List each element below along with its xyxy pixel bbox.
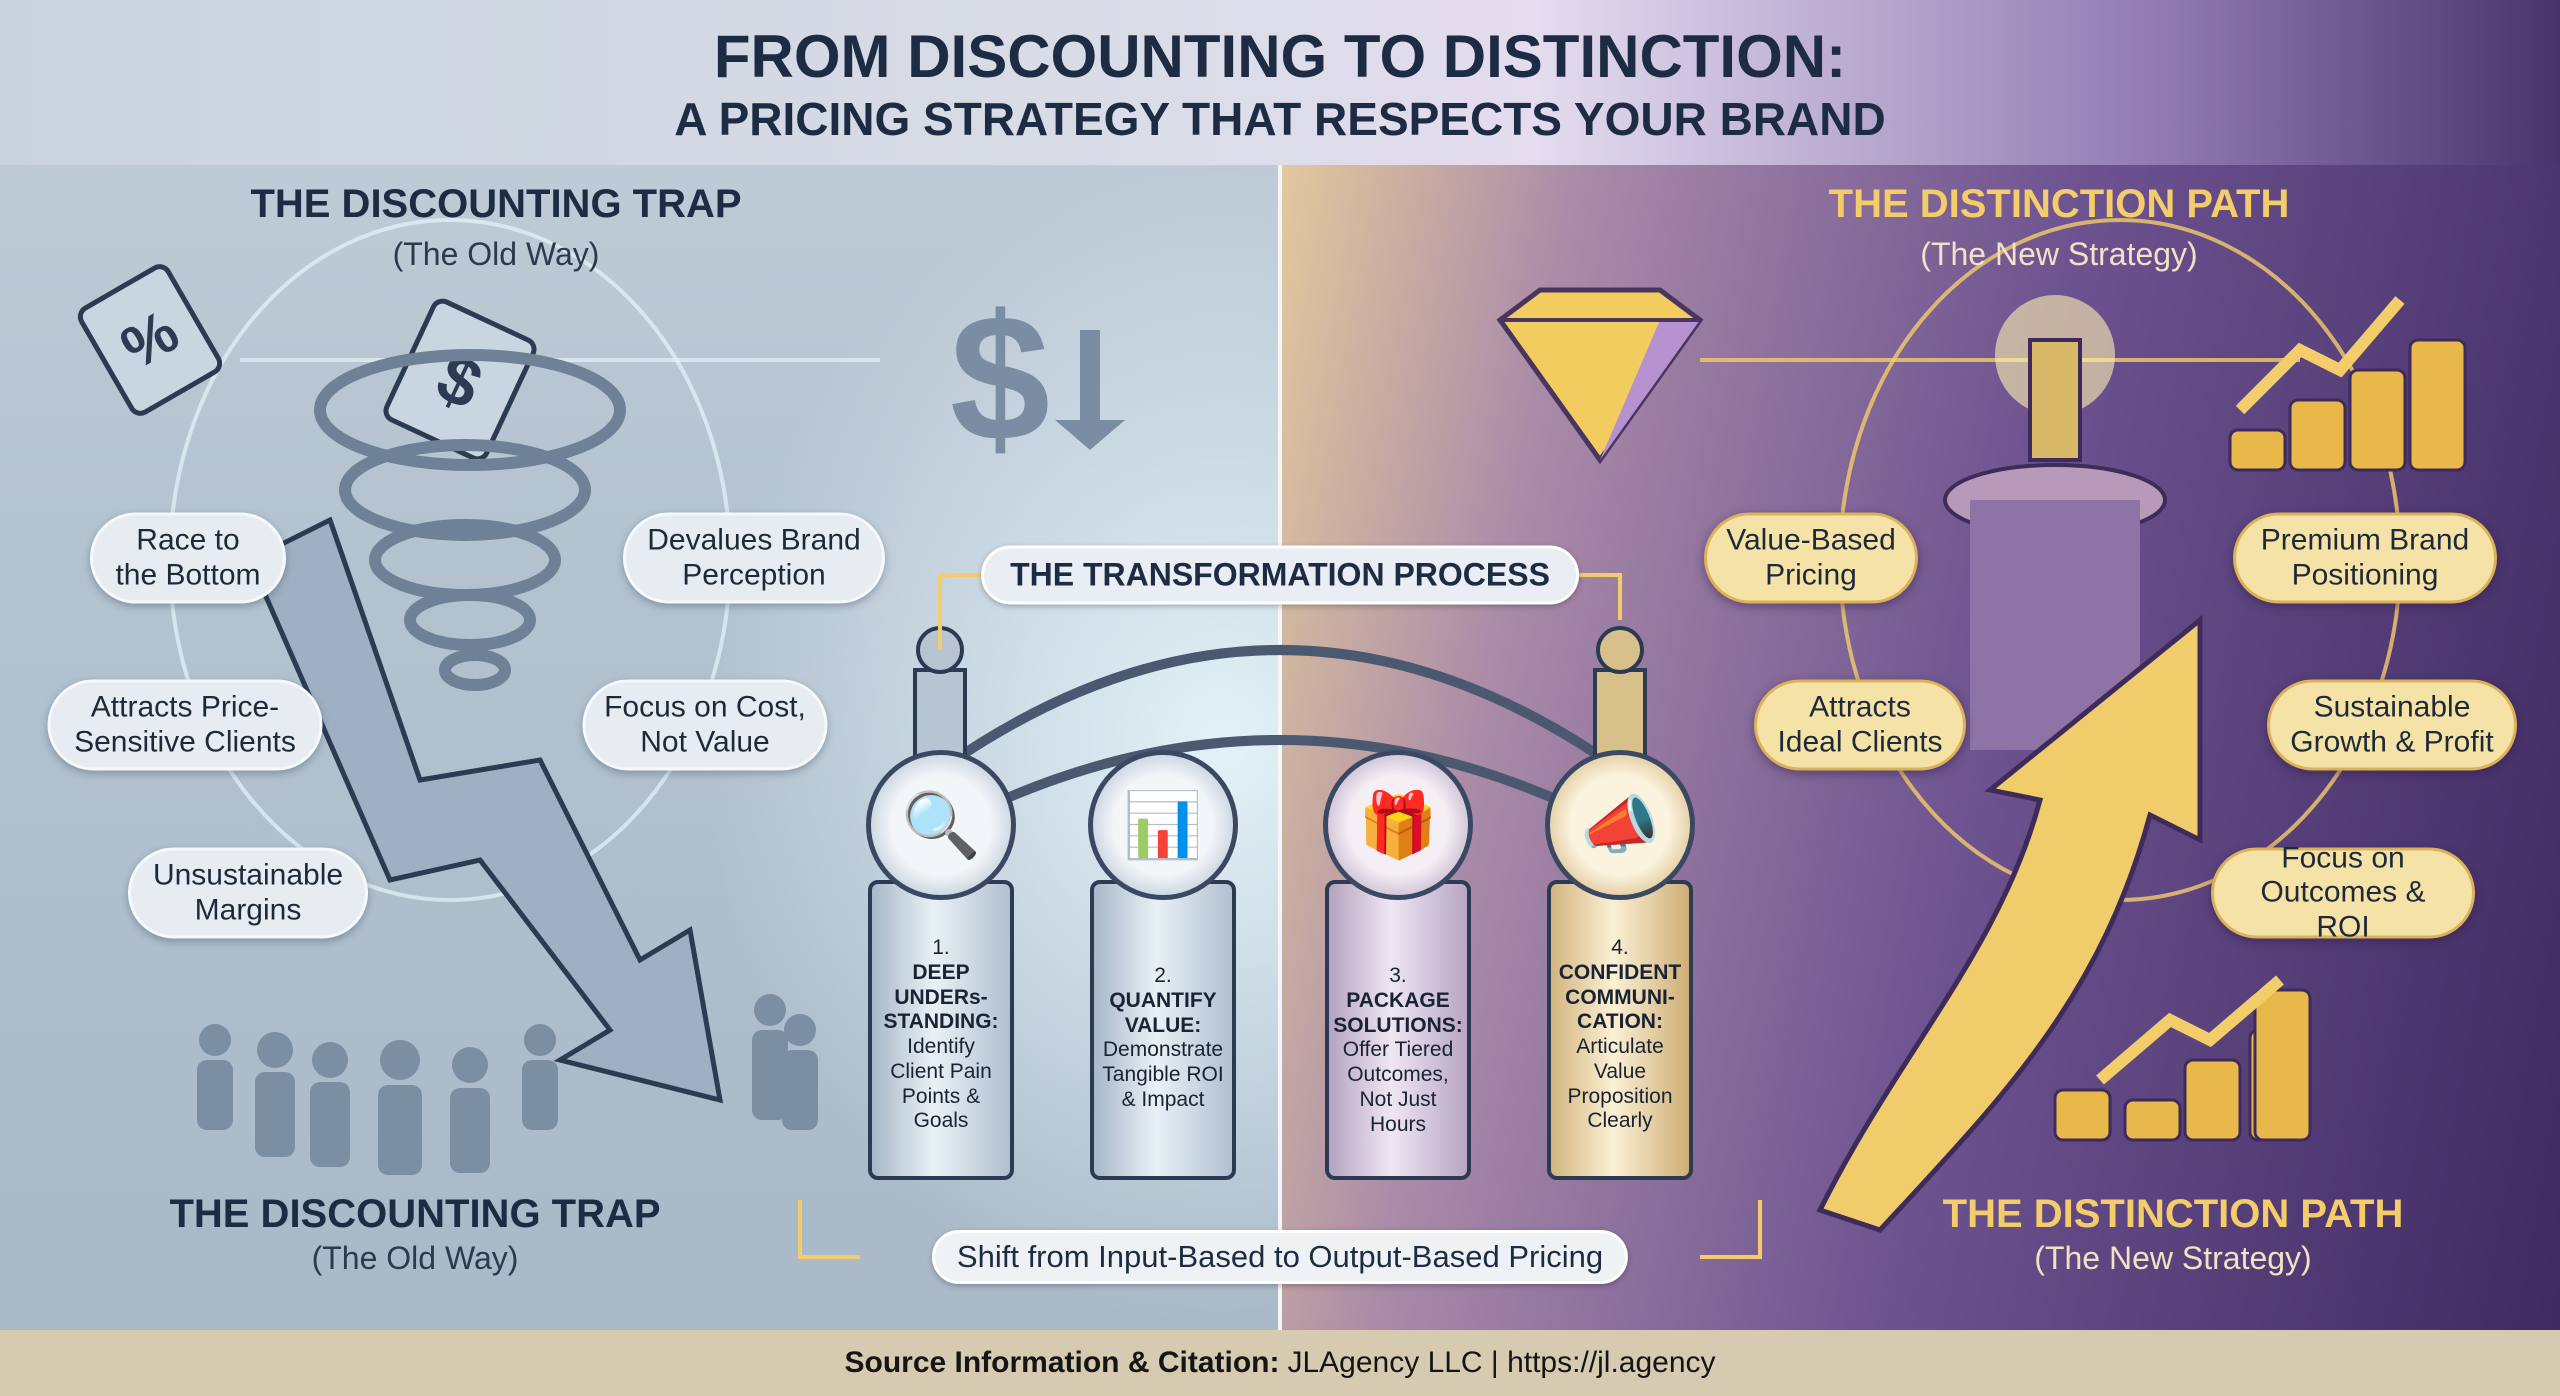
svg-text:$: $ xyxy=(950,278,1050,479)
right-bottom-heading: THE DISTINCTION PATH xyxy=(1942,1192,2404,1236)
step-number: 1. xyxy=(932,936,950,959)
step-description: Demonstrate Tangible ROI & Impact xyxy=(1102,1038,1224,1111)
dollar-tag-icon: $ xyxy=(383,298,537,462)
process-step-2: 2. QUANTIFY VALUE: Demonstrate Tangible … xyxy=(1090,880,1236,1180)
page-subtitle: A PRICING STRATEGY THAT RESPECTS YOUR BR… xyxy=(674,93,1886,145)
step-title: CONFIDENT COMMUNI- CATION: xyxy=(1558,960,1682,1034)
step-title: QUANTIFY VALUE: xyxy=(1109,988,1217,1037)
calculator-chart-icon: 📊 xyxy=(1088,750,1238,900)
diamond-icon xyxy=(1496,287,1704,465)
magnifier-icon: 🔍 xyxy=(866,750,1016,900)
process-step-4: 4. CONFIDENT COMMUNI- CATION: Articulate… xyxy=(1547,880,1693,1180)
step-number: 2. xyxy=(1154,964,1172,987)
title-banner xyxy=(0,0,2560,165)
center-divider xyxy=(1278,165,1282,1330)
step-number: 4. xyxy=(1611,936,1629,959)
path-item-outcomes-roi: Focus on Outcomes & ROI xyxy=(2211,841,2475,943)
trap-item-price-sensitive: Attracts Price- Sensitive Clients xyxy=(47,679,323,771)
source-footer: Source Information & Citation: JLAgency … xyxy=(0,1330,2560,1396)
shift-pricing-label: Shift from Input-Based to Output-Based P… xyxy=(931,1230,1629,1284)
path-item-premium-brand: Premium Brand Positioning xyxy=(2233,512,2497,604)
footer-label: Source Information & Citation: xyxy=(844,1346,1280,1379)
process-flow-line xyxy=(798,1200,1762,1259)
bridge-icon xyxy=(937,645,1623,835)
path-item-ideal-clients: Attracts Ideal Clients xyxy=(1754,679,1966,771)
transformation-process-title: THE TRANSFORMATION PROCESS xyxy=(981,545,1579,605)
percent-tag-icon: % xyxy=(77,264,223,416)
trap-item-race-to-bottom: Race to the Bottom xyxy=(90,512,286,604)
gift-boxes-icon: 🎁 xyxy=(1323,750,1473,900)
coins-growth-icon-bottom xyxy=(2053,975,2312,1142)
left-bottom-heading: THE DISCOUNTING TRAP xyxy=(169,1192,661,1236)
falling-dollar-icon: $ xyxy=(950,278,1125,479)
spiral-icon xyxy=(314,349,626,691)
step-description: Identify Client Pain Points & Goals xyxy=(890,1035,992,1133)
path-item-value-based: Value-Based Pricing xyxy=(1704,512,1918,604)
step-number: 3. xyxy=(1389,964,1407,987)
footer-citation: JLAgency LLC | https://jl.agency xyxy=(1287,1346,1716,1379)
page-title: FROM DISCOUNTING TO DISTINCTION: xyxy=(713,23,1847,90)
trap-item-unsustainable-margins: Unsustainable Margins xyxy=(128,847,368,939)
falling-arrow-icon xyxy=(246,516,724,1104)
left-heading: THE DISCOUNTING TRAP xyxy=(250,182,742,226)
trap-item-focus-cost: Focus on Cost, Not Value xyxy=(582,679,828,771)
process-step-3: 3. PACKAGE SOLUTIONS: Offer Tiered Outco… xyxy=(1325,880,1471,1180)
rising-arrow-icon xyxy=(1816,614,2203,1233)
left-bottom-subheading: (The Old Way) xyxy=(311,1240,519,1276)
trap-item-devalues-brand: Devalues Brand Perception xyxy=(623,512,885,604)
step-description: Offer Tiered Outcomes, Not Just Hours xyxy=(1342,1038,1454,1136)
crowd-icon xyxy=(197,994,818,1175)
right-subheading: (The New Strategy) xyxy=(1920,236,2198,272)
step-title: DEEP UNDERs- STANDING: xyxy=(883,960,999,1034)
coins-growth-icon-top xyxy=(2228,296,2467,472)
path-item-sustainable-growth: Sustainable Growth & Profit xyxy=(2267,679,2517,771)
megaphone-trophy-icon: 📣 xyxy=(1545,750,1695,900)
right-heading: THE DISTINCTION PATH xyxy=(1828,182,2290,226)
process-step-1: 1. DEEP UNDERs- STANDING: Identify Clien… xyxy=(868,880,1014,1180)
step-title: PACKAGE SOLUTIONS: xyxy=(1333,988,1463,1037)
right-bottom-subheading: (The New Strategy) xyxy=(2034,1240,2312,1276)
left-subheading: (The Old Way) xyxy=(392,236,600,272)
step-description: Articulate Value Proposition Clearly xyxy=(1567,1035,1673,1133)
